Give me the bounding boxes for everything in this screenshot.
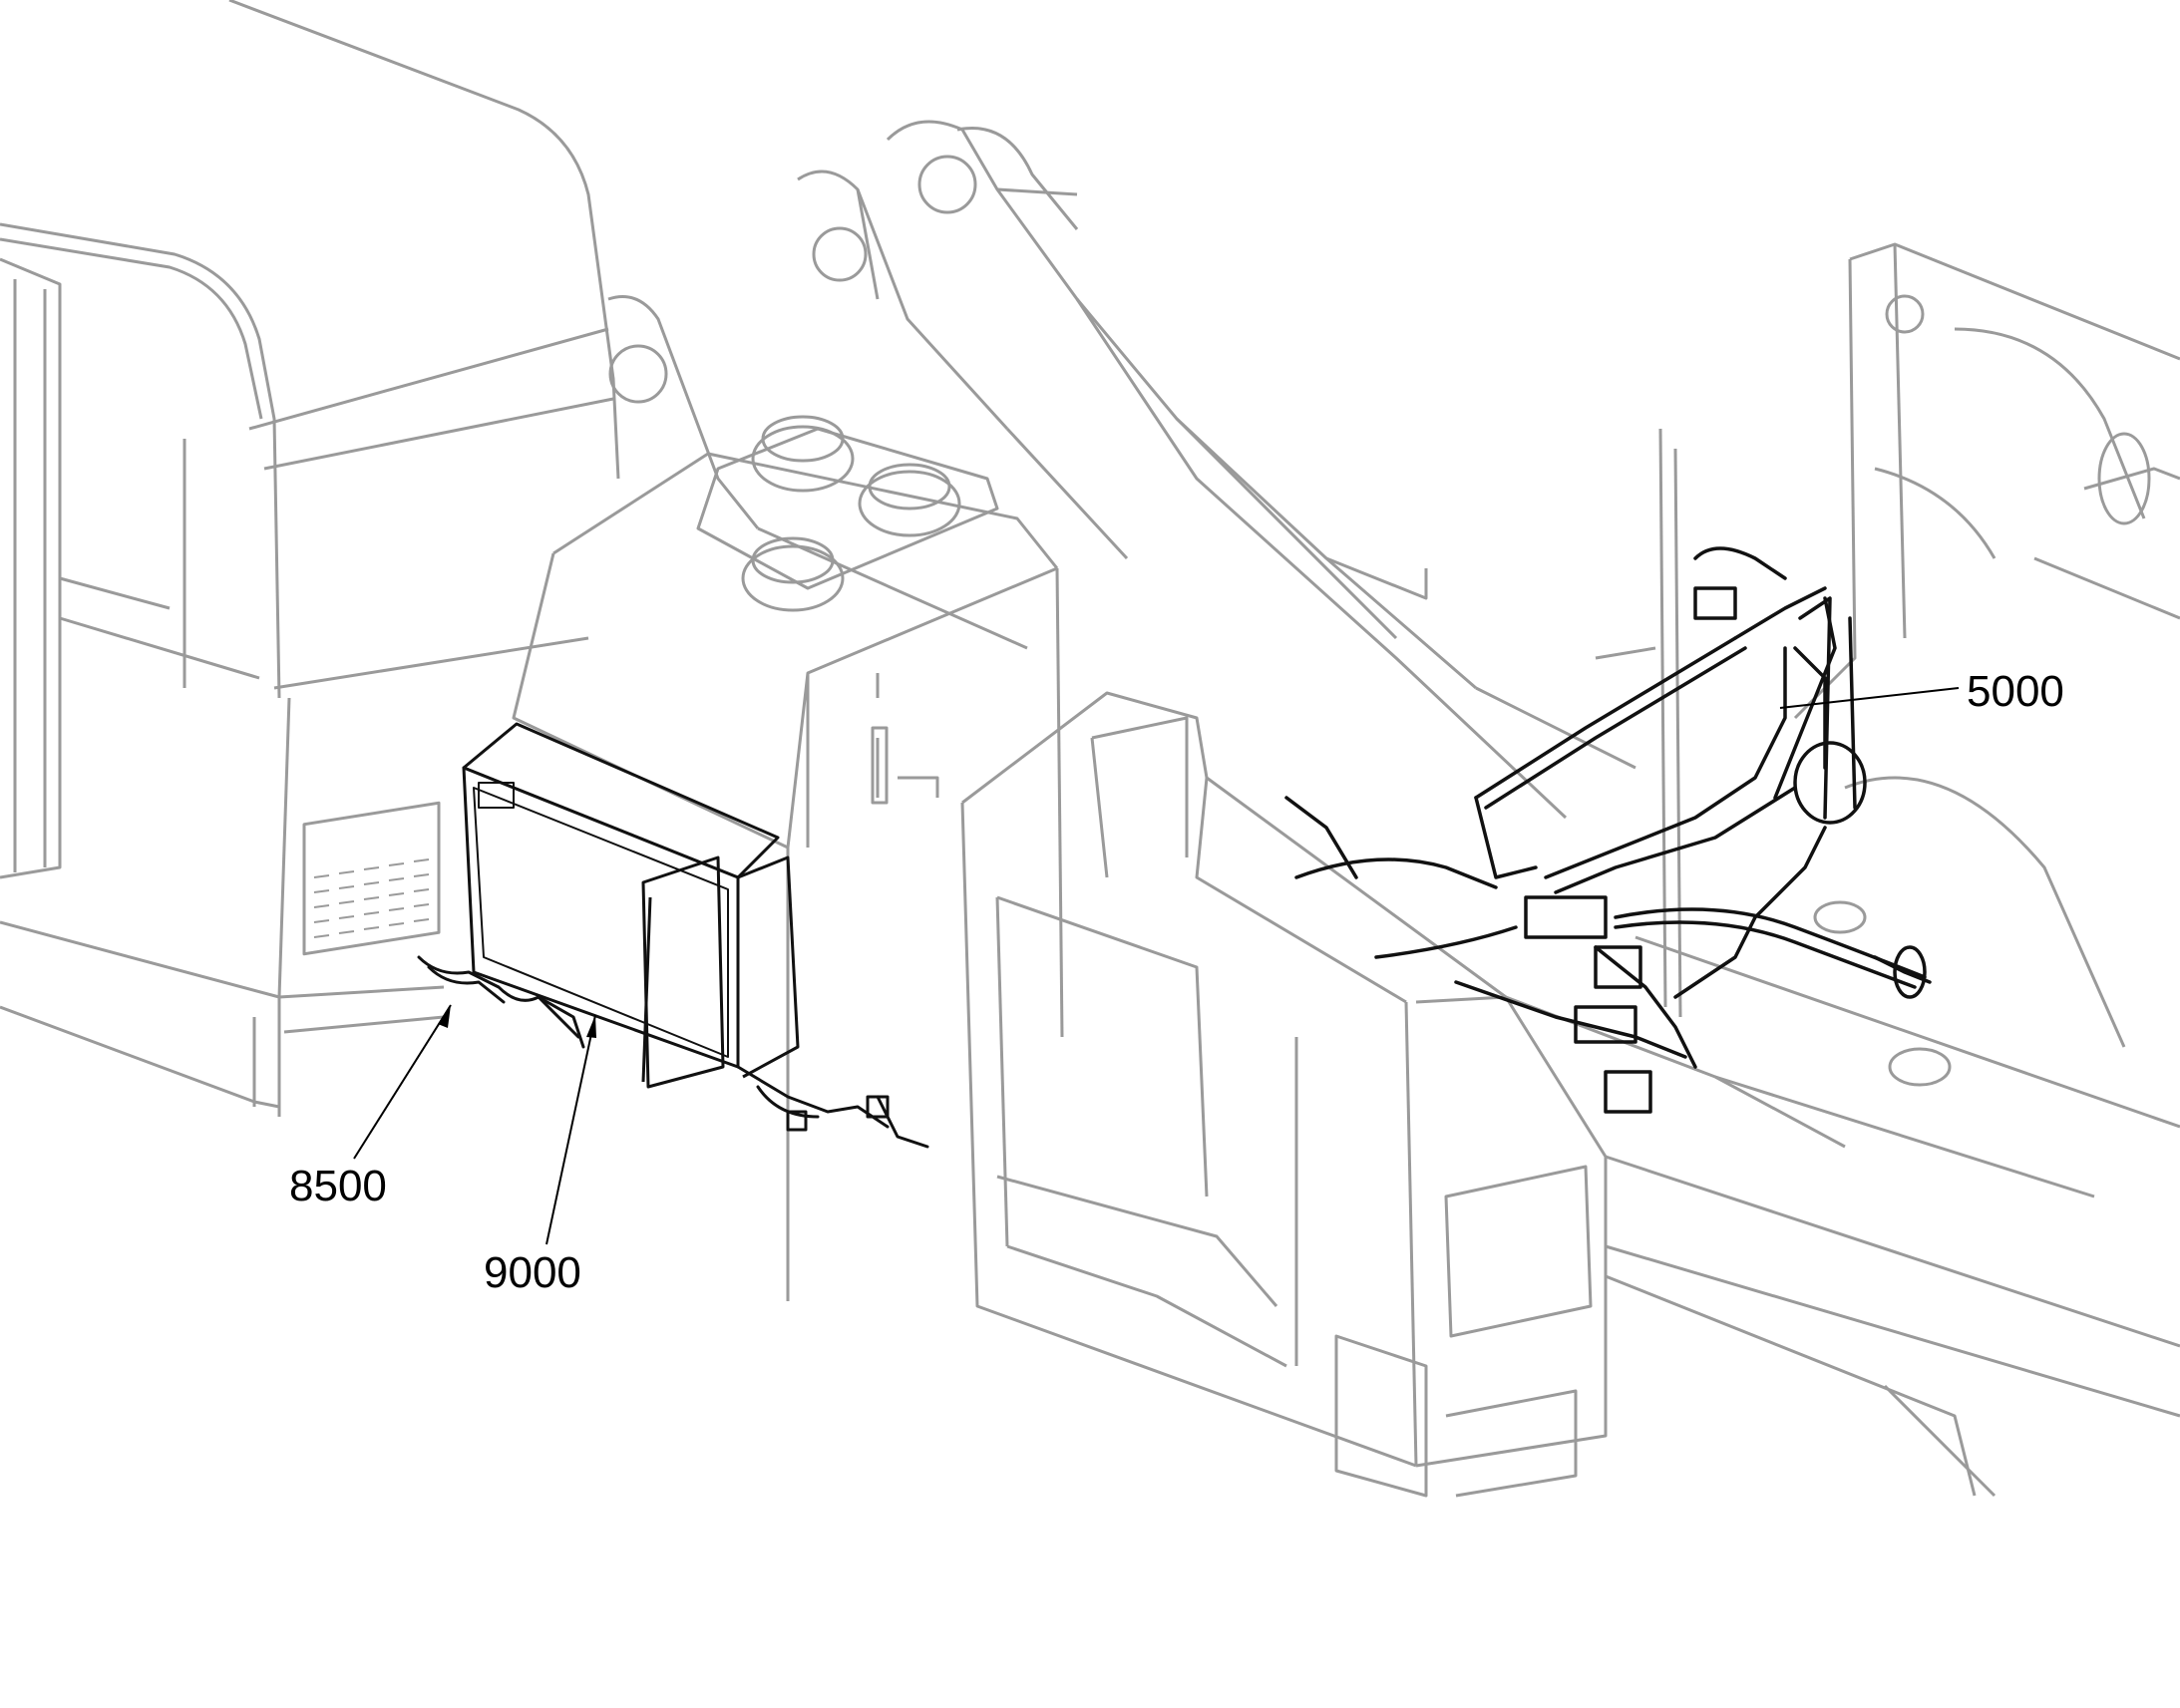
callout-leaders xyxy=(353,687,1960,1245)
leader-arrowheads xyxy=(438,1005,596,1038)
engine-grille xyxy=(313,858,430,938)
leader-8500 xyxy=(353,1004,452,1160)
callout-label-8500: 8500 xyxy=(289,1162,387,1210)
leader-9000 xyxy=(545,1014,596,1245)
wiring-harness-8500 xyxy=(417,955,929,1149)
callout-label-5000: 5000 xyxy=(1967,667,2064,716)
callout-label-9000: 9000 xyxy=(484,1248,581,1297)
boom-tower xyxy=(607,120,1636,820)
hydraulic-tank xyxy=(512,415,1064,1301)
engine-hood xyxy=(0,0,620,1117)
electrical-cabinet xyxy=(462,722,800,1089)
front-frame xyxy=(960,691,1608,1498)
arrowhead-9000 xyxy=(586,1015,596,1038)
rear-chassis xyxy=(1505,242,2180,1498)
wiring-harness-5000 xyxy=(1284,546,1932,1114)
leader-5000 xyxy=(1779,687,1960,709)
arrowhead-8500 xyxy=(438,1005,451,1028)
